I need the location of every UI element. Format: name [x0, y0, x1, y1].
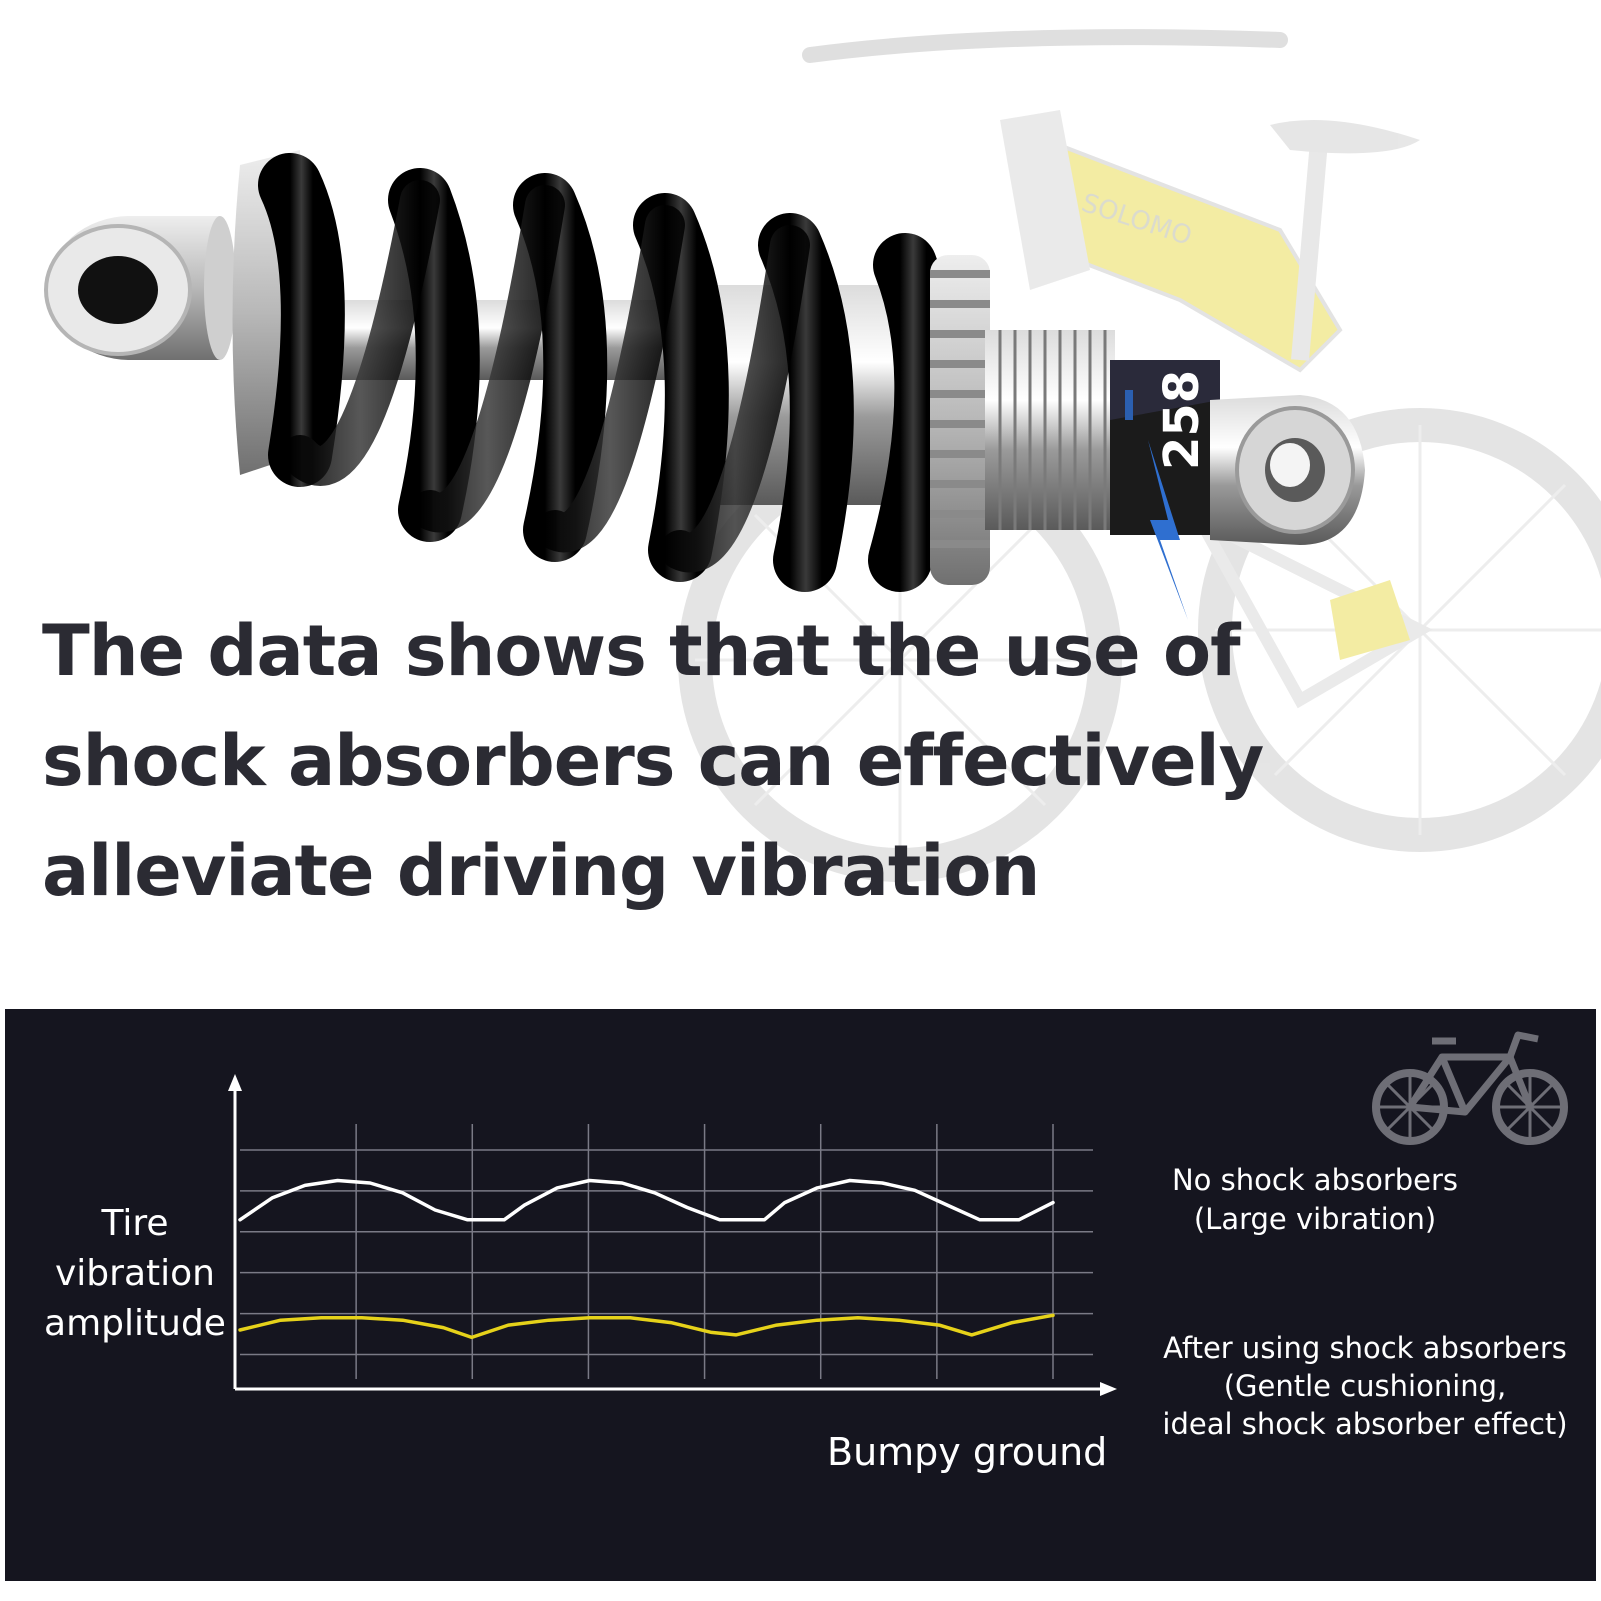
legend-line: No shock absorbers: [1171, 1163, 1459, 1197]
preload-adjuster-ring: [930, 255, 990, 585]
y-axis-label-line: Tire: [101, 1203, 169, 1244]
threaded-body: 258: [985, 330, 1220, 620]
series-line-no-shock-absorbers: [238, 1178, 1055, 1222]
eyelet-mount: [1210, 395, 1365, 545]
y-axis-label: Tire vibration amplitude: [25, 1199, 245, 1349]
headline-line: shock absorbers can effectively: [42, 720, 1264, 802]
lightning-bolt-icon: [1148, 440, 1188, 620]
x-axis-arrow: [1100, 1382, 1117, 1396]
coil-spring: [258, 153, 959, 592]
headline: The data shows that the use of shock abs…: [42, 596, 1264, 926]
background-bicycle: SOLOMO: [678, 29, 1601, 882]
series-line-with-shock-absorbers: [238, 1313, 1055, 1340]
road-bicycle-icon: [1372, 1031, 1568, 1145]
headline-line: The data shows that the use of: [42, 610, 1241, 692]
bushing: [44, 216, 236, 360]
headline-line: alleviate driving vibration: [42, 830, 1040, 912]
legend-line: (Large vibration): [1193, 1202, 1437, 1236]
x-axis-label: Bumpy ground: [827, 1430, 1108, 1474]
shock-model-label: 258: [1154, 370, 1210, 470]
legend-with-shock-absorbers: After using shock absorbers (Gentle cush…: [1140, 1329, 1590, 1443]
shock-absorber-illustration: SOLOMO: [44, 29, 1601, 882]
legend-line: ideal shock absorber effect): [1162, 1407, 1568, 1441]
y-axis-label-line: amplitude: [44, 1303, 226, 1344]
y-axis-label-line: vibration: [55, 1253, 215, 1294]
y-axis-arrow: [228, 1074, 242, 1091]
legend-no-shock-absorbers: No shock absorbers (Large vibration): [1145, 1161, 1485, 1239]
vibration-chart: [228, 1074, 1117, 1396]
legend-line: (Gentle cushioning,: [1223, 1369, 1507, 1403]
legend-line: After using shock absorbers: [1163, 1331, 1567, 1365]
product-hero: SOLOMO: [42, 29, 1601, 926]
vibration-chart-panel: Tire vibration amplitude Bumpy ground No…: [5, 1009, 1596, 1581]
